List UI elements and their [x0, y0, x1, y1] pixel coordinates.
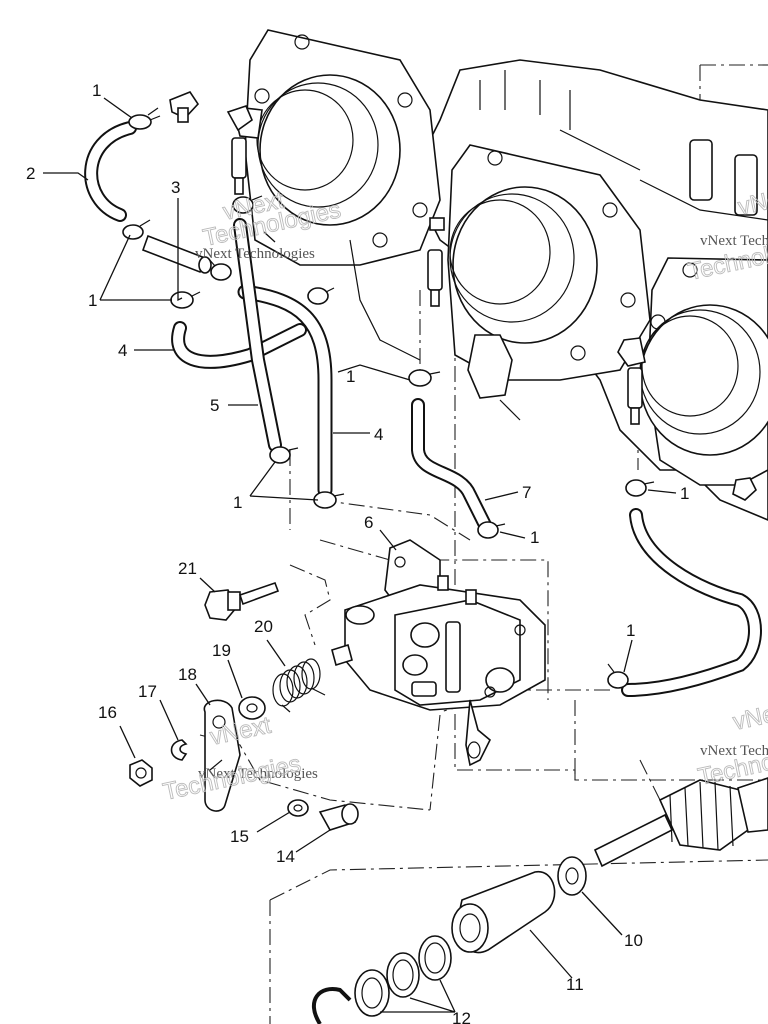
- clip-17: [170, 739, 188, 761]
- callout-3: 3: [171, 178, 180, 197]
- hose-clamps: [122, 107, 655, 689]
- spring-20: [272, 658, 326, 713]
- callout-1: 1: [530, 528, 539, 547]
- clamp: [232, 195, 263, 214]
- watermark-text: vNext Technologies: [700, 233, 768, 249]
- callout-17: 17: [138, 682, 157, 701]
- washer-19: [238, 696, 266, 720]
- callout-2: 2: [26, 164, 35, 183]
- clamp: [269, 446, 299, 464]
- clamp: [477, 521, 506, 539]
- callout-7: 7: [522, 483, 531, 502]
- watermark-outline: vNext: [731, 697, 768, 736]
- callout-18: 18: [178, 665, 197, 684]
- callout-21: 21: [178, 559, 197, 578]
- snap-ring: [312, 987, 352, 1024]
- clamp: [170, 291, 201, 309]
- watermark-text: vNext Technologies: [195, 246, 315, 262]
- clamp: [128, 107, 161, 130]
- callout-20: 20: [254, 617, 273, 636]
- clamp: [625, 479, 655, 497]
- callout-1: 1: [233, 493, 242, 512]
- engine-block: [235, 29, 768, 521]
- small-parts-lower: [287, 799, 359, 831]
- callout-1: 1: [680, 484, 689, 503]
- washer-15: [287, 799, 309, 817]
- o-rings-12: [354, 935, 452, 1017]
- watermark-text: vNext Technologies: [700, 743, 768, 759]
- callout-16: 16: [98, 703, 117, 722]
- clamp: [313, 491, 345, 509]
- callout-1: 1: [88, 291, 97, 310]
- watermark-text: vNext Technologies: [198, 766, 318, 782]
- callout-10: 10: [624, 931, 643, 950]
- callout-15: 15: [230, 827, 249, 846]
- callout-14: 14: [276, 847, 295, 866]
- callout-1: 1: [346, 367, 355, 386]
- callout-1: 1: [92, 81, 101, 100]
- fitting-3: [141, 234, 207, 274]
- clamp: [607, 663, 629, 689]
- washer-10: [557, 856, 587, 896]
- callout-11: 11: [566, 975, 584, 994]
- injection-nipples: [169, 91, 643, 425]
- callout-12: 12: [452, 1009, 471, 1024]
- small-parts: [129, 696, 266, 812]
- bottom-parts: [312, 856, 587, 1024]
- callout-19: 19: [212, 641, 231, 660]
- callout-1: 1: [626, 621, 635, 640]
- clamp: [408, 369, 441, 387]
- callout-4: 4: [118, 341, 127, 360]
- nut-16: [129, 759, 153, 787]
- bolt-21: [204, 581, 280, 621]
- callouts: 1 2 3 1 4 1 5 4 1 7 1 1 6 1 21 20 19 18 …: [26, 81, 689, 1024]
- clamp: [307, 287, 335, 305]
- drive-gear: [593, 777, 768, 868]
- leader-lines: [43, 97, 677, 1013]
- clamp: [207, 257, 232, 281]
- callout-6: 6: [364, 513, 373, 532]
- clamp: [122, 219, 151, 240]
- callout-5: 5: [210, 396, 219, 415]
- callout-4: 4: [374, 425, 383, 444]
- oil-lines: [84, 121, 762, 697]
- oil-pump: [331, 539, 546, 767]
